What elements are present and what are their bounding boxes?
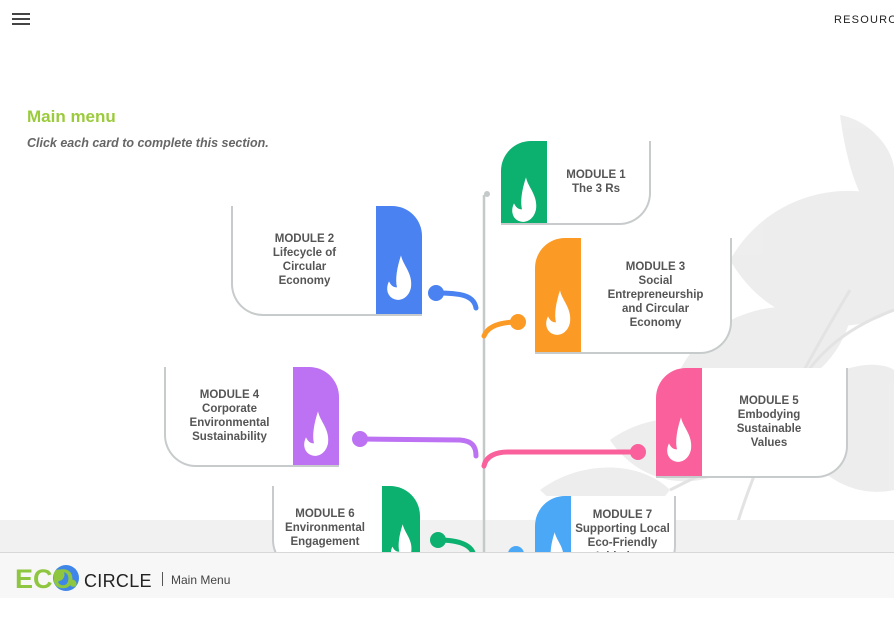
module-5-card[interactable]: MODULE 5 Embodying Sustainable Values [656,368,848,478]
eco-circle-logo: ECO [15,564,79,594]
module-3-label: MODULE 3 [625,261,686,273]
module-1-label: MODULE 1 [566,169,626,181]
course-stage: RESOURCES Main menu Click each card to c… [0,13,894,598]
leaf-icon [546,290,571,335]
module-1-tab [501,141,547,223]
leaf-icon [512,177,537,222]
module-5-name: Embodying Sustainable Values [736,409,802,449]
footer-bar: ECO CIRCLE Main Menu [0,552,894,598]
module-4-label: MODULE 4 [199,389,260,401]
svg-text:ECO: ECO [15,564,74,594]
module-1-name: The 3 Rs [572,183,620,195]
module-3-card[interactable]: MODULE 3 Social Entrepreneurship and Cir… [535,238,732,354]
module-3-tab [535,238,581,352]
hamburger-icon[interactable] [12,13,30,26]
module-4-name: Corporate Environmental Sustainability [189,403,270,443]
module-6-label: MODULE 6 [295,508,355,520]
page-title: Main menu [27,107,116,126]
bottom-band [0,520,894,552]
tree-branches [352,191,646,598]
leaf-icon [304,411,329,456]
module-2-tab [376,206,422,314]
footer-section-label[interactable]: Main Menu [171,573,231,587]
module-5-label: MODULE 5 [739,395,799,407]
module-1-card[interactable]: MODULE 1 The 3 Rs [501,141,651,225]
module-5-tab [656,368,702,476]
leaf-icon [667,417,692,462]
logo-circle-text: CIRCLE [84,571,152,591]
module-6-name: Environmental Engagement [285,522,365,548]
module-4-card[interactable]: MODULE 4 Corporate Environmental Sustain… [164,367,339,467]
module-7-label: MODULE 7 [592,509,653,521]
module-2-name: Lifecycle of Circular Economy [272,247,337,287]
resources-link[interactable]: RESOURCES [834,14,894,26]
footer-separator [162,572,163,586]
module-3-name: Social Entrepreneurship and Circular Eco… [607,275,704,329]
module-2-card[interactable]: MODULE 2 Lifecycle of Circular Economy [231,206,422,316]
page-subtitle: Click each card to complete this section… [27,136,269,150]
module-2-label: MODULE 2 [274,233,335,245]
leaf-icon [387,255,412,300]
module-4-tab [293,367,339,465]
